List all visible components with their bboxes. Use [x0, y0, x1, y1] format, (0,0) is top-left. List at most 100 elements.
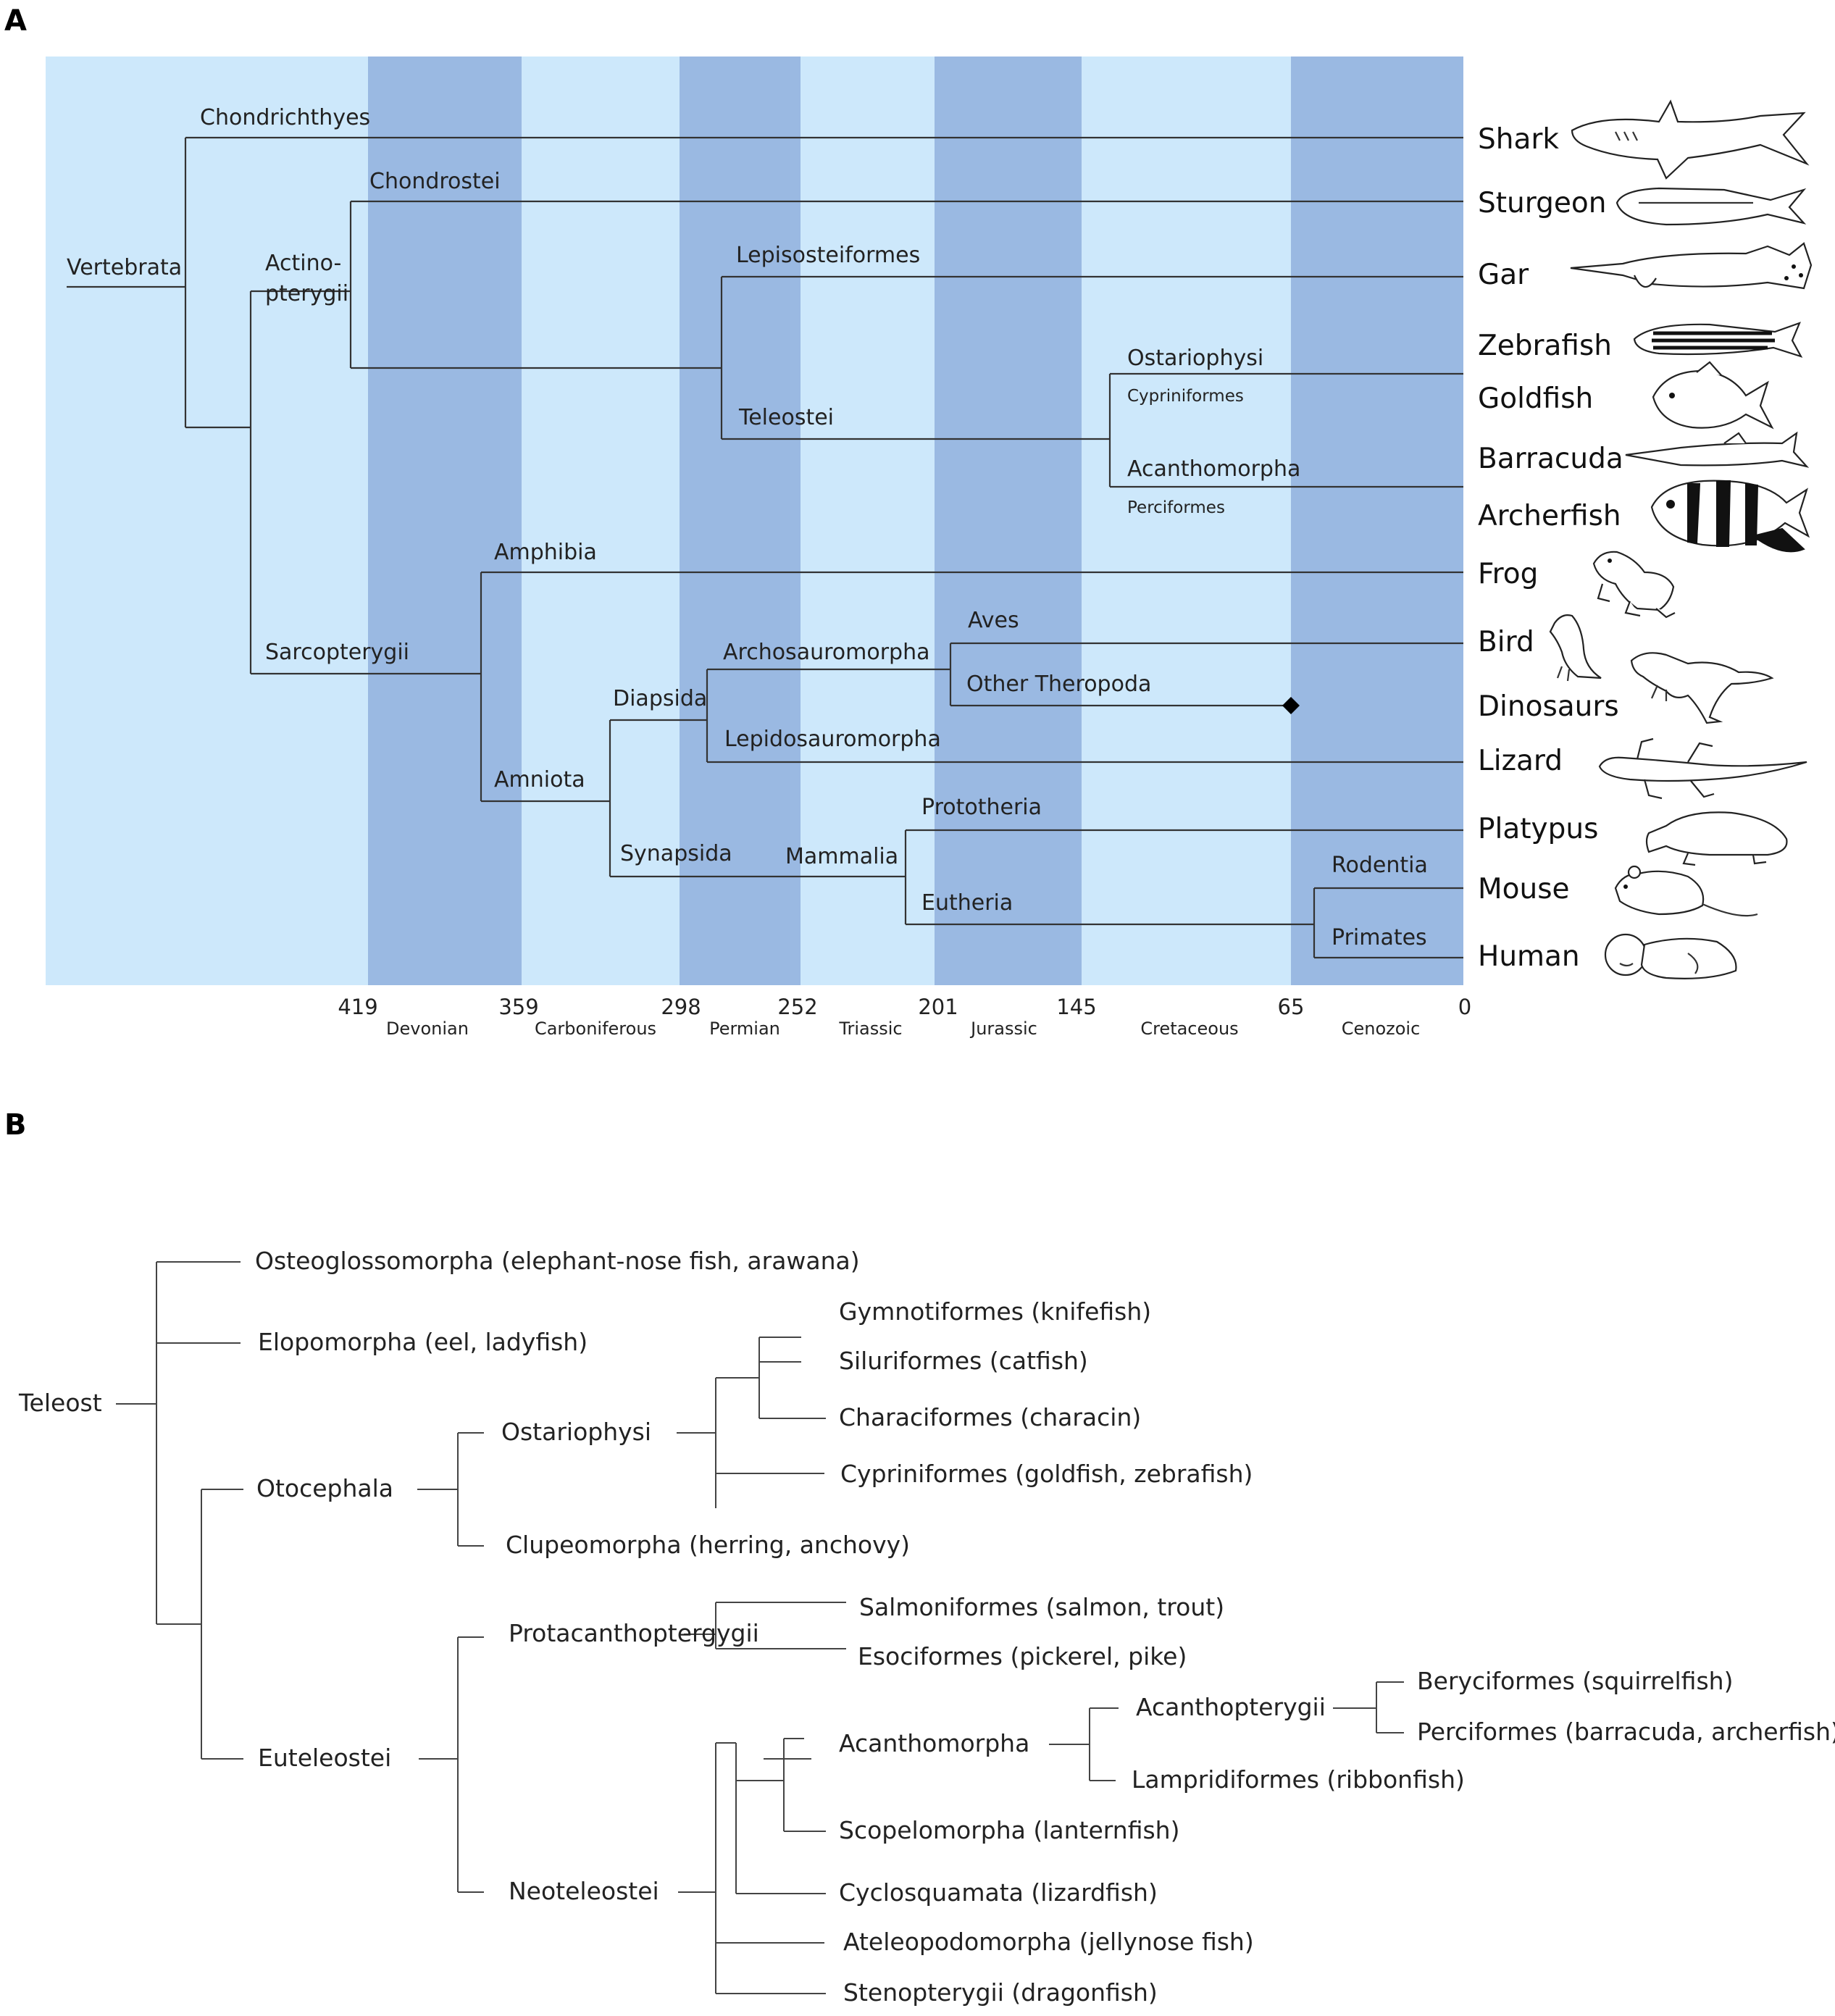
taxon-platypus: Platypus [1478, 813, 1598, 845]
taxon-dinosaurs: Dinosaurs [1478, 690, 1619, 723]
permian-band [680, 57, 801, 985]
label-characiformes: Characiformes (characin) [839, 1403, 1141, 1431]
taxon-frog: Frog [1478, 558, 1538, 590]
clade-cypriniformes: Cypriniformes [1127, 387, 1244, 406]
clade-other-theropoda: Other Theropoda [966, 672, 1151, 697]
tick-419: 419 [338, 995, 377, 1019]
clade-aves: Aves [968, 608, 1019, 633]
panel-a-letter: A [4, 4, 27, 38]
panel-b-tree-lines [116, 1261, 1404, 1994]
clade-chondrichthyes: Chondrichthyes [200, 105, 370, 130]
label-teleost: Teleost [18, 1389, 102, 1417]
label-cypriniformes: Cypriniformes (goldfish, zebrafish) [840, 1460, 1253, 1488]
goldfish-icon [1652, 361, 1774, 430]
clade-actinopterygii-line1: Actino- [265, 251, 341, 276]
label-salmoniformes: Salmoniformes (salmon, trout) [859, 1593, 1224, 1621]
clade-actinopterygii-line2: pterygii [265, 281, 348, 306]
clade-eutheria: Eutheria [921, 890, 1013, 916]
lizard-icon [1598, 737, 1807, 800]
label-elopomorpha: Elopomorpha (eel, ladyfish) [258, 1328, 588, 1356]
clade-lepidosauromorpha: Lepidosauromorpha [724, 727, 941, 752]
taxon-lizard: Lizard [1478, 745, 1563, 777]
taxon-goldfish: Goldfish [1478, 382, 1593, 415]
clade-diapsida: Diapsida [613, 686, 707, 711]
baby-icon [1604, 933, 1737, 979]
platypus-icon [1645, 811, 1788, 866]
bird-icon [1549, 614, 1602, 682]
label-siluriformes: Siluriformes (catfish) [839, 1347, 1088, 1375]
period-cretaceous: Cretaceous [1140, 1019, 1238, 1039]
tick-0: 0 [1458, 995, 1471, 1019]
clade-chondrostei: Chondrostei [369, 169, 501, 194]
period-devonian: Devonian [386, 1019, 469, 1039]
devonian-band [368, 57, 522, 985]
clade-prototheria: Prototheria [921, 795, 1042, 820]
panel-b-labels: Teleost Osteoglossomorpha (elephant-nose… [18, 1247, 1835, 2007]
dinosaur-icon [1630, 652, 1774, 724]
geologic-timescale-background [46, 57, 1463, 985]
tick-252: 252 [777, 995, 817, 1019]
tick-201: 201 [918, 995, 958, 1019]
label-protacanthoptergygii: Protacanthoptergygii [509, 1619, 759, 1647]
gar-icon [1570, 242, 1813, 290]
taxon-archerfish: Archerfish [1478, 500, 1621, 532]
clade-amniota: Amniota [494, 767, 585, 792]
label-euteleostei: Euteleostei [258, 1744, 391, 1772]
label-osteoglossomorpha: Osteoglossomorpha (elephant-nose fish, a… [255, 1247, 860, 1275]
panel-b-letter: B [4, 1108, 27, 1142]
clade-archosauromorpha: Archosauromorpha [723, 640, 929, 665]
panel-a-taxon-labels: Shark Sturgeon Gar Zebrafish Goldfish Ba… [1478, 123, 1623, 973]
label-lampridiformes: Lampridiformes (ribbonfish) [1132, 1765, 1465, 1794]
label-beryciformes: Beryciformes (squirrelfish) [1417, 1667, 1733, 1695]
tick-145: 145 [1056, 995, 1096, 1019]
zebrafish-icon [1633, 322, 1803, 358]
time-axis: 419 359 298 252 201 145 65 0 Devonian Ca… [338, 995, 1471, 1039]
taxon-barracuda: Barracuda [1478, 443, 1623, 475]
clade-primates: Primates [1332, 925, 1427, 950]
cenozoic-band [1291, 57, 1463, 985]
period-triassic: Triassic [838, 1019, 902, 1039]
taxon-human: Human [1478, 940, 1580, 973]
label-cyclosquamata: Cyclosquamata (lizardfish) [839, 1878, 1158, 1907]
clade-vertebrata: Vertebrata [67, 255, 182, 280]
clade-lepisosteiformes: Lepisosteiformes [736, 243, 920, 268]
label-neoteleostei: Neoteleostei [509, 1877, 659, 1905]
sturgeon-icon [1615, 187, 1807, 226]
label-esociformes: Esociformes (pickerel, pike) [858, 1642, 1187, 1670]
clade-teleostei: Teleostei [738, 405, 834, 430]
label-ostariophysi: Ostariophysi [501, 1418, 651, 1446]
shark-icon [1571, 99, 1810, 180]
label-acanthopterygii: Acanthopterygii [1136, 1693, 1326, 1721]
clade-sarcopterygii: Sarcopterygii [265, 640, 409, 665]
panel-a-tree-lines [67, 136, 1463, 959]
archerfish-icon [1650, 480, 1810, 553]
period-jurassic: Jurassic [969, 1019, 1037, 1039]
clade-synapsida: Synapsida [620, 841, 732, 866]
clade-rodentia: Rodentia [1332, 853, 1428, 878]
mouse-icon [1614, 865, 1758, 917]
clade-acanthomorpha: Acanthomorpha [1127, 456, 1300, 482]
tick-359: 359 [498, 995, 538, 1019]
clade-perciformes: Perciformes [1127, 498, 1225, 517]
taxon-bird: Bird [1478, 626, 1534, 658]
taxon-shark: Shark [1478, 123, 1559, 156]
tick-298: 298 [661, 995, 701, 1019]
clade-mammalia: Mammalia [785, 844, 898, 869]
period-permian: Permian [709, 1019, 780, 1039]
period-carboniferous: Carboniferous [535, 1019, 656, 1039]
barracuda-icon [1625, 431, 1810, 468]
taxon-gar: Gar [1478, 259, 1529, 291]
label-otocephala: Otocephala [256, 1474, 393, 1502]
animal-illustrations [1549, 99, 1813, 979]
clade-amphibia: Amphibia [494, 540, 597, 565]
jurassic-band [935, 57, 1082, 985]
label-scopelomorpha: Scopelomorpha (lanternfish) [839, 1816, 1179, 1844]
label-ateleopodomorpha: Ateleopodomorpha (jellynose fish) [843, 1928, 1254, 1956]
taxon-mouse: Mouse [1478, 873, 1570, 905]
taxon-zebrafish: Zebrafish [1478, 330, 1612, 362]
label-stenopterygii: Stenopterygii (dragonfish) [843, 1978, 1158, 2007]
period-cenozoic: Cenozoic [1342, 1019, 1421, 1039]
panel-a-clade-labels: Vertebrata Chondrichthyes Actino- pteryg… [67, 105, 1428, 950]
clade-ostariophysi: Ostariophysi [1127, 346, 1263, 371]
